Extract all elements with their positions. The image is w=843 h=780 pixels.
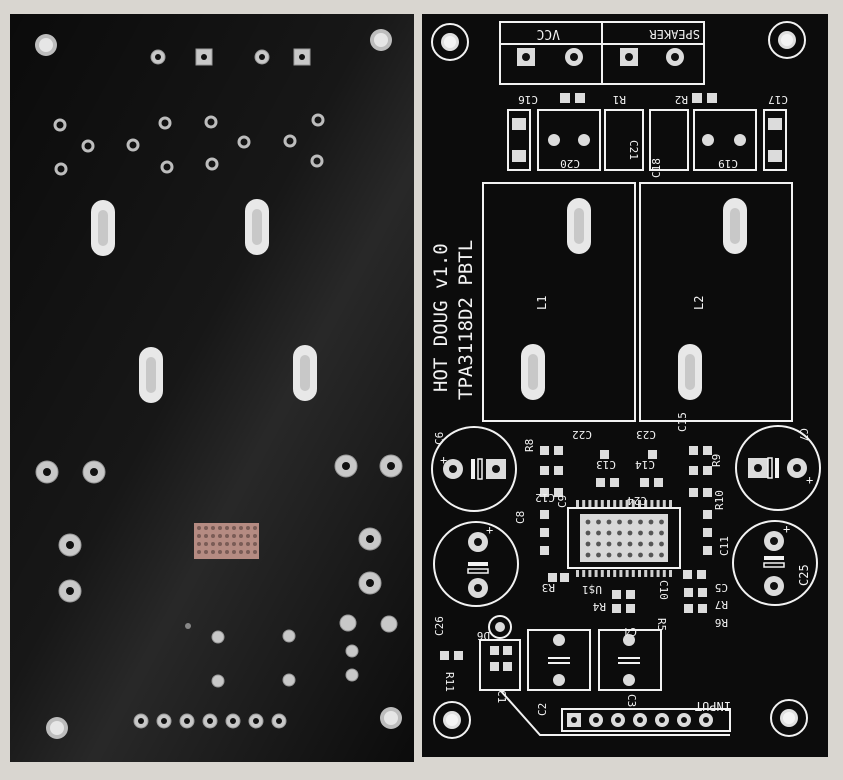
capacitor-c4: C4 C3 — [598, 625, 662, 707]
ref-c16: C16 — [518, 93, 538, 106]
board-back-side — [10, 14, 414, 762]
ref-c10: C10 — [657, 580, 670, 600]
mounting-hole — [370, 29, 392, 51]
ref-us1: U$1 — [582, 583, 602, 596]
capacitor-c26-area: + — [433, 521, 519, 607]
speaker-terminal — [620, 48, 684, 66]
inductor-l1: L1 — [482, 182, 636, 422]
ref-c1: C1 — [495, 690, 508, 703]
ref-l1: L1 — [535, 296, 549, 310]
ref-l2: L2 — [692, 296, 706, 310]
mounting-hole — [35, 34, 57, 56]
svg-text:+: + — [806, 473, 813, 487]
ref-r9: R9 — [710, 454, 723, 467]
ref-c20: C20 — [560, 157, 580, 170]
ref-c24: C24 — [627, 494, 647, 507]
ref-r3: R3 — [542, 581, 555, 594]
svg-text:+: + — [486, 523, 493, 537]
diode-d6: D6 — [477, 615, 512, 642]
ref-c11: C11 — [718, 536, 731, 556]
ref-c23: C23 — [636, 428, 656, 441]
ref-r7: R7 — [715, 598, 728, 611]
inductor-l2: L2 — [639, 182, 793, 422]
ref-r6: R6 — [715, 616, 728, 629]
mounting-hole — [770, 699, 808, 737]
mounting-hole — [46, 717, 68, 739]
ref-r10: R10 — [713, 490, 726, 510]
svg-text:+: + — [783, 522, 790, 536]
mounting-hole — [768, 21, 806, 59]
ref-c25: C25 — [797, 564, 811, 586]
ref-r5: R5 — [655, 618, 668, 631]
input-label: INPUT — [695, 699, 731, 713]
ref-c6: C6 — [433, 432, 446, 445]
vcc-label: VCC — [537, 26, 560, 41]
ref-r2: R2 — [675, 93, 688, 106]
ic-us1 — [567, 500, 681, 577]
ref-c4: C4 — [623, 625, 637, 638]
capacitor-c6: + C6 — [431, 426, 517, 512]
ref-c12: C12 — [535, 491, 555, 504]
ref-r4: R4 — [592, 600, 606, 613]
mounting-hole — [433, 701, 471, 739]
capacitor-c25: + C25 — [732, 520, 818, 606]
ref-r1: R1 — [613, 93, 626, 106]
ref-c17: C17 — [768, 93, 788, 106]
ref-c26: C26 — [433, 616, 446, 636]
vcc-terminal — [517, 48, 583, 66]
ref-c2: C2 — [536, 703, 549, 716]
ref-c7: C7 — [797, 428, 810, 441]
ref-c19: C19 — [718, 157, 738, 170]
board-subtitle: TPA3118D2 PBTL — [455, 240, 477, 400]
speaker-label: SPEAKER — [649, 27, 700, 41]
capacitor-c7: + C7 — [735, 425, 821, 511]
ref-c21: C21 — [627, 140, 640, 160]
capacitor-c2: C2 — [527, 629, 591, 716]
thermal-pad — [194, 523, 259, 559]
svg-text:+: + — [440, 453, 447, 467]
board-front-side: VCC SPEAKER C16 R1 R2 C17 C20 C21 C18 C1… — [422, 14, 828, 757]
ref-c9: C9 — [556, 495, 569, 508]
ref-c22: C22 — [572, 428, 592, 441]
ref-r11: R11 — [443, 672, 456, 692]
board-title: HOT DOUG v1.0 — [430, 243, 452, 392]
ref-c3: C3 — [625, 694, 638, 707]
mounting-hole — [431, 23, 469, 61]
ref-c8: C8 — [514, 511, 527, 524]
ref-r8: R8 — [523, 439, 536, 452]
ref-c13: C13 — [596, 458, 616, 471]
mounting-hole — [380, 707, 402, 729]
ref-c14: C14 — [635, 458, 655, 471]
ref-c15: C15 — [676, 412, 689, 432]
ref-c5: C5 — [715, 581, 728, 594]
ref-c18: C18 — [650, 158, 663, 178]
ref-d6: D6 — [477, 629, 490, 642]
